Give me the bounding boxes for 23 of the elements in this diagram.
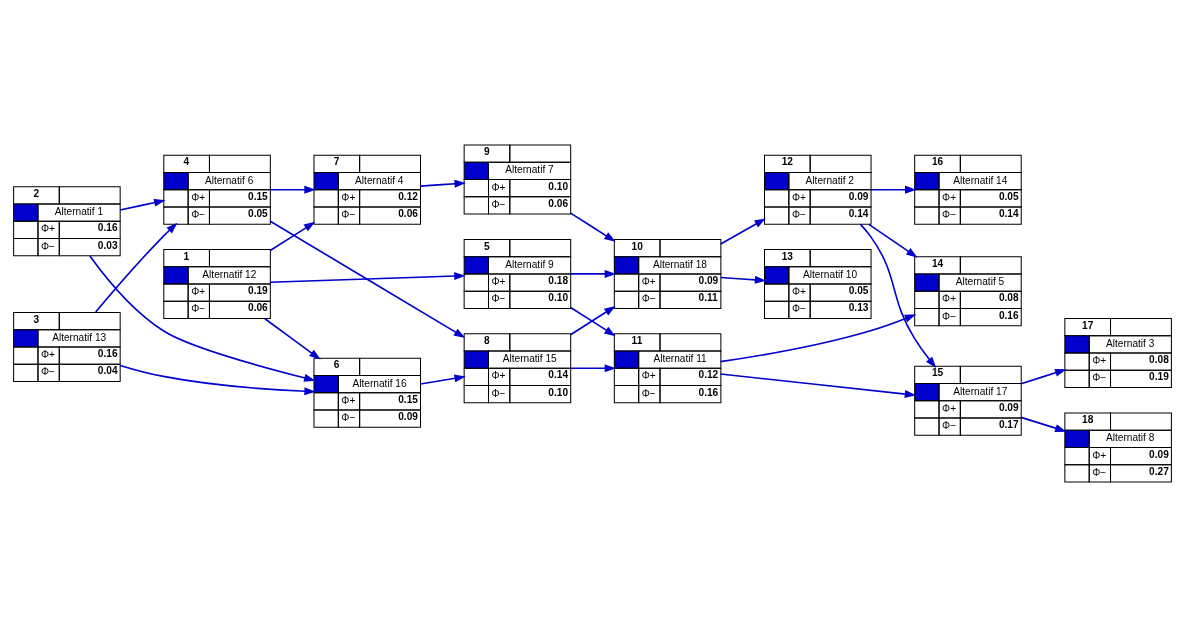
arrow (719, 275, 767, 284)
arrow (719, 372, 917, 398)
arrow (119, 364, 316, 395)
arrow (419, 373, 466, 385)
arrow (269, 221, 316, 251)
arrow (719, 217, 766, 245)
arrow (264, 317, 321, 360)
arrow (1020, 416, 1067, 432)
arrow (89, 254, 316, 382)
arrow (569, 363, 617, 372)
arrow (269, 185, 316, 194)
arrow (119, 198, 166, 211)
arrow (870, 185, 917, 194)
arrow (868, 223, 918, 258)
arrow (569, 211, 616, 242)
arrow (719, 313, 917, 362)
arrow (1020, 368, 1067, 385)
arrow (859, 223, 937, 368)
arrow (269, 271, 466, 283)
arrow (569, 269, 617, 278)
arrow (419, 179, 466, 188)
arrow (94, 222, 178, 313)
arrow (269, 219, 466, 338)
